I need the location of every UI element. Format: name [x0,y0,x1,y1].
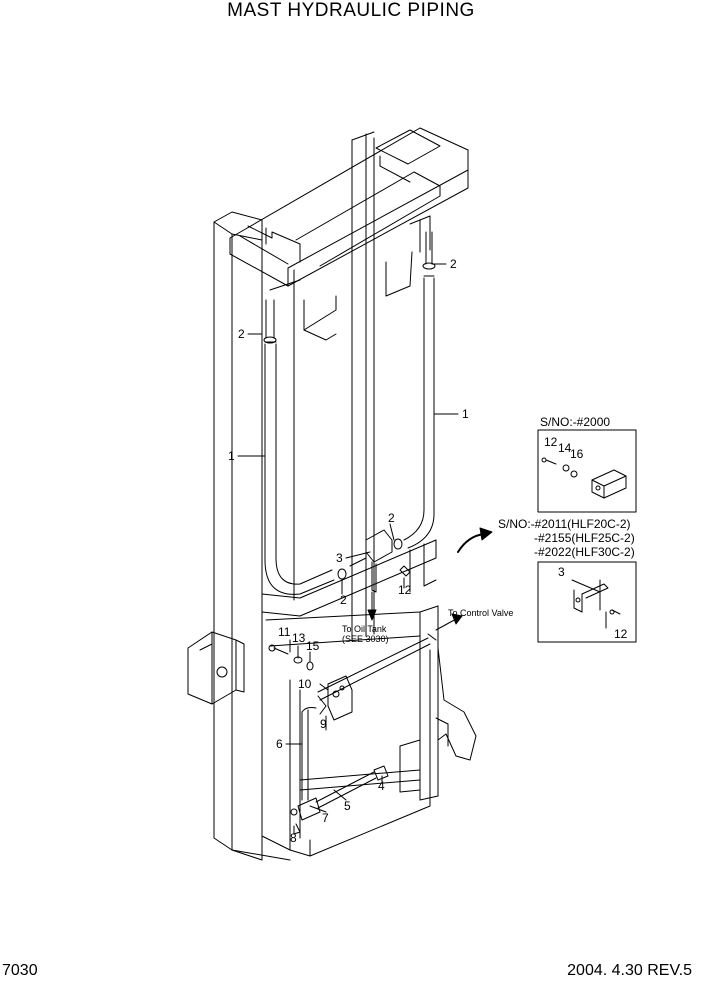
inset-a-label: S/NO:-#2000 [540,415,610,429]
callout-8: 8 [290,831,297,845]
note-to-control-valve: To Control Valve [448,608,513,618]
right-hook-bracket [435,647,477,761]
page-title: MAST HYDRAULIC PIPING [227,0,475,21]
inset-a [537,429,637,513]
hose-right [403,231,435,549]
callout-15: 15 [306,639,320,653]
inset-b-label-3: -#2022(HLF30C-2) [534,545,635,559]
callout-texts: 1 1 2 2 2 2 3 12 11 13 15 10 9 6 4 5 7 8… [228,257,635,845]
callout-3: 3 [336,551,343,565]
hose-fittings [263,262,436,593]
middle-cross-member [261,539,437,617]
note-to-oil-tank: To Oil Tank [342,624,387,634]
callout-5: 5 [344,799,351,813]
curved-arrow [457,527,493,553]
leader-lines [237,263,459,835]
pipe-6 [301,707,317,801]
callout-10: 10 [298,677,312,691]
inner-mast-uprights [269,131,431,641]
callout-7: 7 [322,811,329,825]
oil-tank-arrow [367,591,377,621]
revision-date: 2004. 4.30 REV.5 [567,962,692,979]
hose-left [264,299,335,595]
callout-9: 9 [320,717,327,731]
callout-2-bottom: 2 [340,593,347,607]
control-valve-pipe [317,613,463,701]
inset-a-callout-12: 12 [544,435,558,449]
inset-b-label-2: -#2155(HLF25C-2) [534,531,635,545]
callout-1-left: 1 [228,449,235,463]
callout-2-mid-right: 2 [388,511,395,525]
inset-a-callout-14: 14 [558,441,572,455]
note-see-3030: (SEE 3030) [342,634,389,644]
callout-4: 4 [378,779,385,793]
callout-13: 13 [292,631,306,645]
callout-1-right: 1 [462,407,469,421]
inset-b-label-1: S/NO:-#2011(HLF20C-2) [498,517,631,531]
callout-6: 6 [276,737,283,751]
mast-head-crossbar [229,127,469,287]
page-number: 7030 [2,962,38,979]
callout-2-top-right: 2 [450,257,457,271]
side-bracket-block [187,631,245,705]
valve-bracket [317,675,353,721]
callout-11: 11 [278,625,291,639]
callout-2-left: 2 [238,327,245,341]
inset-a-callout-16: 16 [570,447,584,461]
bottom-hose [290,765,389,835]
inset-b-callout-3: 3 [558,565,565,579]
inset-b [537,561,637,643]
inset-b-callout-12: 12 [614,627,628,641]
callout-12: 12 [398,583,412,597]
outer-mast-rail [213,211,291,861]
